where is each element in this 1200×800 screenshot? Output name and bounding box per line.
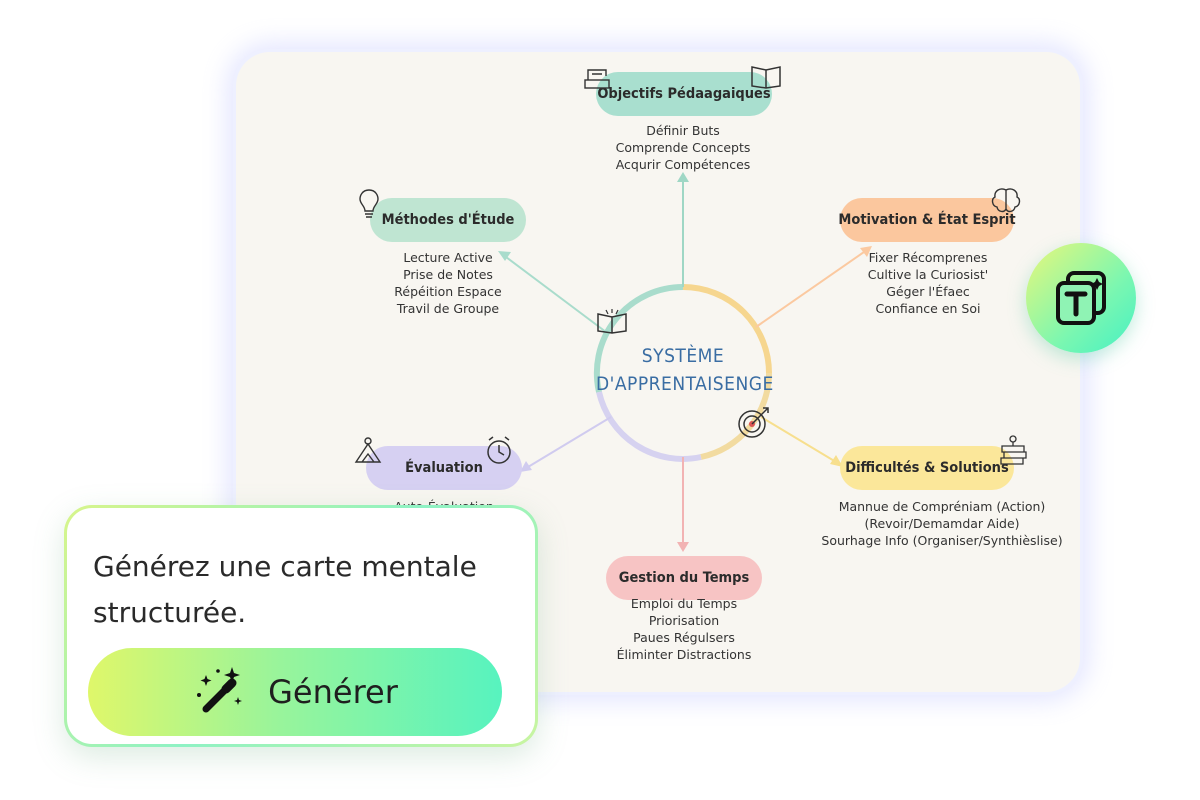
list-item: Priorisation (648, 613, 720, 628)
magic-wand-icon (197, 667, 243, 713)
prompt-card: Générez une carte mentale structurée. Gé… (64, 505, 538, 747)
node-evaluation-label: Évaluation (405, 460, 483, 476)
node-difficultes-title: Difficultés & Solutions (840, 446, 1014, 490)
list-item: Acqurir Compétences (615, 157, 751, 172)
list-item: Lecture Active (403, 250, 493, 265)
alarm-clock-icon (487, 436, 511, 464)
node-methodes-label: Méthodes d'Étude (381, 212, 515, 228)
center-title: SYSTÈME D'APPRENTAISENGE (596, 342, 774, 398)
node-difficultes-items: Mannue de Compréniam (Action) (Revoir/De… (812, 498, 1072, 549)
connector-motivation (755, 251, 865, 328)
node-gestion-title: Gestion du Temps (606, 556, 762, 600)
list-item: Prise de Notes (403, 267, 493, 282)
node-objectifs-label: Objectifs Pédaagaiques (597, 86, 771, 102)
book-icon (751, 66, 781, 89)
list-item: Mannue de Compréniam (Action) (838, 499, 1046, 514)
node-methodes-items: Lecture Active Prise de Notes Répéition … (348, 249, 548, 317)
text-tool-badge[interactable] (1026, 243, 1136, 353)
list-item: Confiance en Soi (875, 301, 981, 316)
node-motivation-items: Fixer Récomprenes Cultive la Curiosist' … (828, 249, 1028, 317)
node-gestion-label: Gestion du Temps (618, 570, 750, 586)
node-methodes-title: Méthodes d'Étude (370, 198, 526, 242)
generate-button[interactable]: Générer (88, 648, 502, 736)
connector-methodes (505, 256, 607, 333)
list-item: (Revoir/Demamdar Aide) (864, 516, 1020, 531)
balance-scale-icon (354, 437, 382, 463)
list-item: Travil de Groupe (396, 301, 500, 316)
list-item: Géger l'Éfaec (886, 284, 970, 299)
node-motivation-label: Motivation & État Esprit (838, 212, 1016, 228)
center-title-line1: SYSTÈME (641, 345, 725, 367)
sewing-machine-icon (584, 69, 610, 89)
connector-difficultes (760, 416, 837, 463)
prompt-text: Générez une carte mentale structurée. (93, 550, 477, 629)
list-item: Sourhage Info (Organiser/Synthièslise) (821, 533, 1063, 548)
node-motivation-title: Motivation & État Esprit (838, 198, 1016, 242)
list-item: Paues Régulsers (633, 630, 735, 645)
node-gestion-items: Emploi du Temps Priorisation Paues Régul… (584, 595, 784, 663)
list-item: Définir Buts (646, 123, 720, 138)
target-icon (738, 407, 769, 438)
node-evaluation-title: Évaluation (366, 446, 522, 490)
list-item: Éliminter Distractions (616, 647, 752, 662)
open-book-icon (597, 309, 627, 334)
list-item: Répéition Espace (394, 284, 502, 299)
node-objectifs-title: Objectifs Pédaagaiques (596, 72, 772, 116)
text-tool-icon (1056, 271, 1106, 325)
list-item: Emploi du Temps (630, 596, 738, 611)
list-item: Comprende Concepts (615, 140, 751, 155)
lightbulb-icon (359, 189, 379, 218)
brain-icon (991, 188, 1021, 213)
stacked-books-icon (1000, 435, 1027, 465)
center-title-line2: D'APPRENTAISENGE (596, 373, 774, 395)
generate-button-label: Générer (268, 673, 398, 711)
node-objectifs-items: Définir Buts Comprende Concepts Acqurir … (583, 122, 783, 173)
mindmap-connectors (498, 172, 872, 552)
list-item: Cultive la Curiosist' (867, 267, 989, 282)
node-difficultes-label: Difficultés & Solutions (845, 460, 1009, 476)
connector-evaluation (527, 416, 612, 468)
list-item: Fixer Récomprenes (868, 250, 988, 265)
